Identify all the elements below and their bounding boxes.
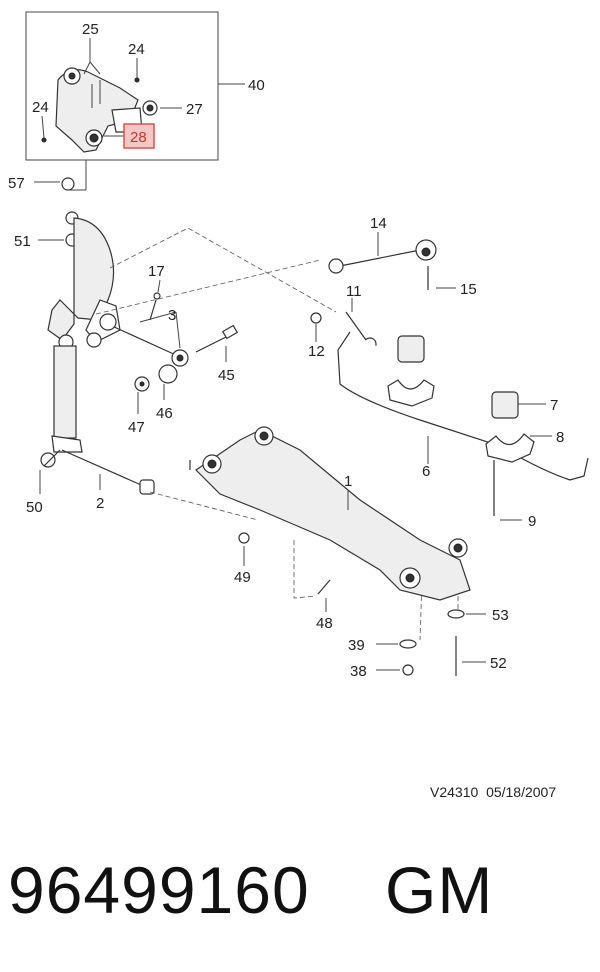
inset-knuckle xyxy=(41,67,158,153)
bolt-17 xyxy=(149,292,161,321)
link-14 xyxy=(328,232,437,290)
bolt-48 xyxy=(317,579,331,612)
callout-51: 51 xyxy=(14,233,31,250)
knuckle-main xyxy=(40,177,121,468)
callout-49: 49 xyxy=(234,569,251,586)
callout-9: 9 xyxy=(528,513,536,530)
callout-6: 6 xyxy=(422,463,430,480)
part-number: 96499160 xyxy=(8,853,310,927)
callout-52: 52 xyxy=(490,655,507,672)
part-number-banner: 96499160 GM xyxy=(8,852,493,928)
rear-suspension-exploded-diagram: 25 24 40 24 27 28 57 14 51 17 15 11 3 12… xyxy=(8,11,589,680)
washer-nut-46-47 xyxy=(134,364,178,414)
callout-45: 45 xyxy=(218,367,235,384)
link-2 xyxy=(39,449,155,495)
callout-24-top: 24 xyxy=(128,41,145,58)
callout-57: 57 xyxy=(8,175,25,192)
callout-14: 14 xyxy=(370,215,387,232)
reference-date: 05/18/2007 xyxy=(486,784,557,800)
callout-38: 38 xyxy=(350,663,367,680)
callout-40: 40 xyxy=(248,77,265,94)
callout-39: 39 xyxy=(348,637,365,654)
fasteners-38-39-52-53 xyxy=(376,609,486,676)
callout-27: 27 xyxy=(186,101,203,118)
callout-3: 3 xyxy=(168,307,176,324)
callout-12: 12 xyxy=(308,343,325,360)
diagram-reference: V24310 05/18/2007 xyxy=(430,784,556,800)
callout-15: 15 xyxy=(460,281,477,298)
reference-code: V24310 xyxy=(430,784,479,800)
link-3 xyxy=(99,311,189,367)
callout-11: 11 xyxy=(346,283,362,300)
callout-53: 53 xyxy=(492,607,509,624)
callout-25: 25 xyxy=(82,21,99,38)
callout-28: 28 xyxy=(130,129,147,146)
bolt-45 xyxy=(195,324,239,362)
crossmember-1 xyxy=(189,426,471,601)
callout-17: 17 xyxy=(148,263,165,280)
callout-24-left: 24 xyxy=(32,99,49,116)
highlight-box-28 xyxy=(123,123,155,149)
brand-name: GM xyxy=(385,853,494,927)
bushings-7-8 xyxy=(387,335,552,521)
callout-48: 48 xyxy=(316,615,333,632)
nut-49 xyxy=(238,532,250,566)
callout-7: 7 xyxy=(550,397,558,414)
callout-46: 46 xyxy=(156,405,173,422)
callout-47: 47 xyxy=(128,419,145,436)
callout-2: 2 xyxy=(96,495,104,512)
callout-50: 50 xyxy=(26,499,43,516)
callout-8: 8 xyxy=(556,429,564,446)
inset-box-40 xyxy=(25,11,219,161)
callout-1: 1 xyxy=(344,473,352,490)
